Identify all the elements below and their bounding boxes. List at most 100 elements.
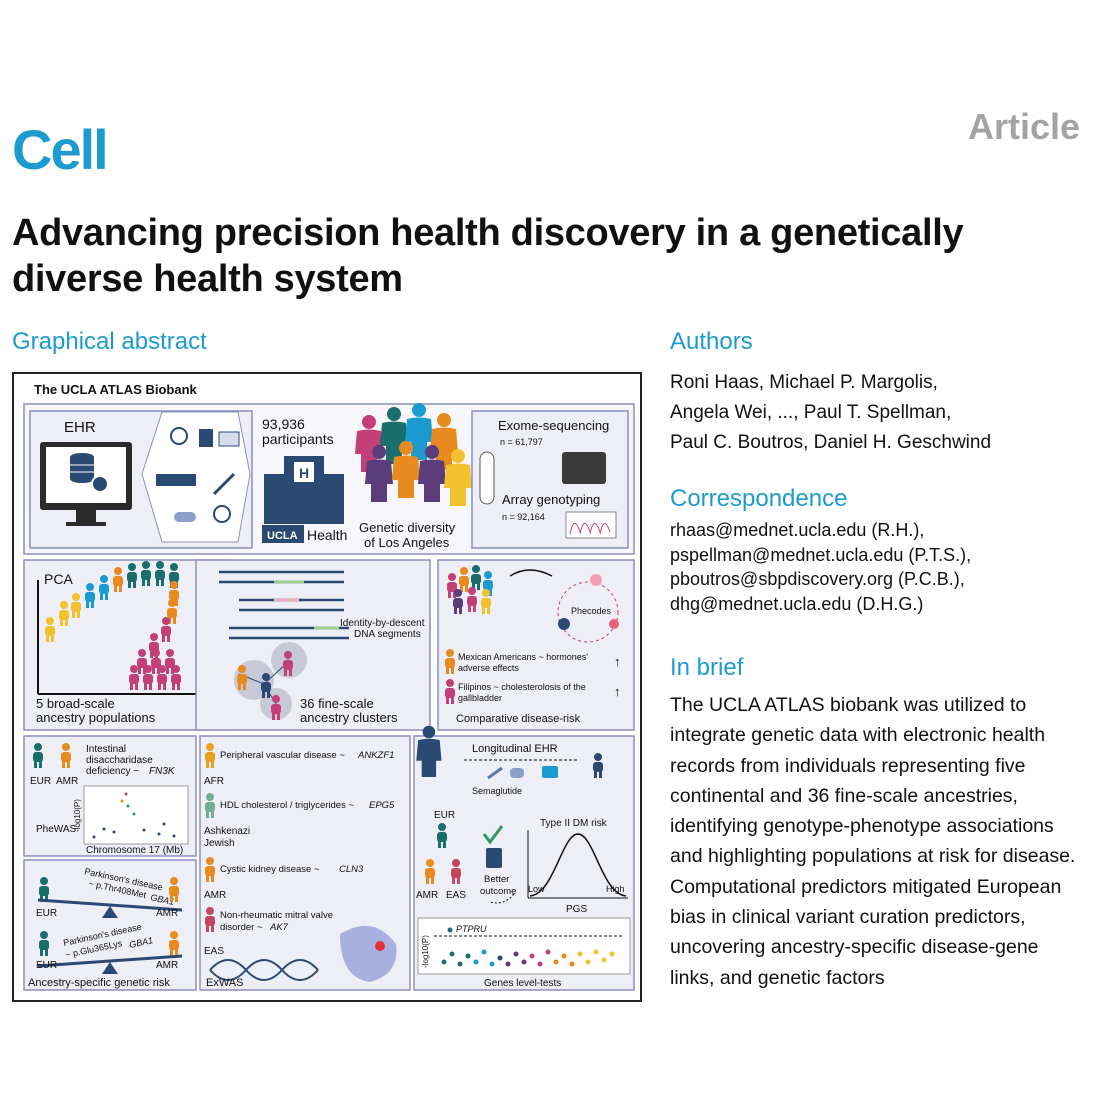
cln3-gene: CLN3 xyxy=(339,864,364,875)
better-outcome-line2: outcome xyxy=(480,886,516,897)
amr-label: AMR xyxy=(156,960,178,971)
correspondence-heading: Correspondence xyxy=(670,485,848,512)
fn3k-gene: FN3K xyxy=(149,766,176,777)
ashkenazi-line2: Jewish xyxy=(204,838,235,849)
ucla-logo xyxy=(262,525,304,543)
medication-bottle-icon xyxy=(486,848,502,868)
checkmark-icon xyxy=(482,825,504,845)
pca-label: PCA xyxy=(44,571,73,587)
ptpru-gene-label: PTPRU xyxy=(456,924,487,934)
pills-icon xyxy=(174,512,196,522)
email-link[interactable]: pspellman@mednet.ucla.edu (P.T.S.), xyxy=(670,544,972,565)
eas-label: EAS xyxy=(446,890,466,901)
authors-line: Roni Haas, Michael P. Margolis, xyxy=(670,372,938,393)
up-arrow-icon: ↑ xyxy=(614,654,621,669)
gba1-gene: GBA1 xyxy=(128,935,154,950)
brain-icon xyxy=(558,618,570,630)
feedback-arrow xyxy=(489,893,515,904)
eur-label: EUR xyxy=(36,960,57,971)
gene-tests-plot xyxy=(417,917,631,975)
authors-line: Paul C. Boutros, Daniel H. Geschwind xyxy=(670,432,992,453)
email-link[interactable]: dhg@mednet.ucla.edu (D.H.G.) xyxy=(670,593,924,614)
sequencer-icon xyxy=(562,452,606,484)
monitor-icon xyxy=(40,442,132,526)
eas-label: EAS xyxy=(204,946,224,957)
ckd-text: Cystic kidney disease ~ xyxy=(220,864,320,875)
better-outcome-line1: Better xyxy=(484,874,509,885)
broad-ancestry-line2: ancestry populations xyxy=(36,710,156,725)
ibd-segment-lines xyxy=(219,570,349,640)
authors-list: Roni Haas, Michael P. Margolis, Angela W… xyxy=(670,368,1090,458)
ibd-panel xyxy=(195,559,431,731)
ashkenazi-line1: Ashkenazi xyxy=(204,826,250,837)
hospital-building-icon: H xyxy=(264,456,344,524)
scale-icon xyxy=(542,766,558,778)
semaglutide-label: Semaglutide xyxy=(472,786,522,796)
amr-label: AMR xyxy=(56,776,78,787)
phewas-plot xyxy=(83,785,189,845)
genotyping-array-icon xyxy=(565,511,617,539)
exwas-label: ExWAS xyxy=(206,977,244,989)
virus-icon xyxy=(609,619,619,629)
hdl-text: HDL cholesterol / triglycerides ~ xyxy=(220,800,354,811)
eur-label: EUR xyxy=(30,776,51,787)
gene-tests-points xyxy=(441,949,615,967)
ibd-line1: Identity-by-descent xyxy=(340,618,425,629)
heart-icon xyxy=(590,574,602,586)
amr-label: AMR xyxy=(416,890,438,901)
afr-label: AFR xyxy=(204,776,224,787)
epg5-gene: EPG5 xyxy=(369,800,395,811)
diversity-line2: of Los Angeles xyxy=(364,535,450,550)
participants-count: 93,936 xyxy=(262,416,305,432)
seesaw-pivot xyxy=(102,962,118,974)
pgs-label: PGS xyxy=(566,904,587,915)
eur-label: EUR xyxy=(36,908,57,919)
in-brief-heading: In brief xyxy=(670,654,744,681)
gene-tests-y-axis-label: -log10(P) xyxy=(421,935,430,968)
broad-ancestry-line1: 5 broad-scale xyxy=(36,696,115,711)
dna-helix-icon xyxy=(209,959,319,981)
gba1-gene: GBA1 xyxy=(150,892,176,907)
ucla-logo-text: UCLA xyxy=(267,530,298,542)
protein-structure-icon xyxy=(340,926,397,982)
graphical-abstract: The UCLA ATLAS Biobank EHR 93,936 partic… xyxy=(12,372,642,1002)
article-title: Advancing precision health discovery in … xyxy=(12,212,964,300)
fine-ancestry-line2: ancestry clusters xyxy=(300,710,398,725)
stethoscope-icon xyxy=(213,505,231,523)
dm-risk-title: Type II DM risk xyxy=(540,818,608,829)
mexican-americans-line1: Mexican Americans ~ hormones' xyxy=(458,652,588,662)
dm-low-label: Low xyxy=(528,884,545,894)
ibd-line2: DNA segments xyxy=(354,629,421,640)
email-link[interactable]: rhaas@mednet.ucla.edu (R.H.), xyxy=(670,520,925,540)
exome-label: Exome-sequencing xyxy=(498,418,609,433)
phewas-points xyxy=(92,792,176,839)
genes-level-label: Genes level-tests xyxy=(484,978,561,989)
amr-label: AMR xyxy=(156,908,178,919)
ankzf1-gene: ANKZF1 xyxy=(357,750,394,761)
doctor-icon xyxy=(199,429,213,447)
ancestry-specific-label: Ancestry-specific genetic risk xyxy=(28,977,170,989)
dm-risk-curve xyxy=(529,833,627,897)
variant-marker xyxy=(375,941,385,951)
pca-panel xyxy=(23,559,230,731)
syringe-icon xyxy=(212,472,236,496)
health-logo-text: Health xyxy=(307,527,347,543)
ptpru-point xyxy=(447,927,453,933)
dm-high-label: High xyxy=(606,884,625,894)
correspondence-list: rhaas@mednet.ucla.edu (R.H.), pspellman@… xyxy=(670,518,1090,616)
in-brief-text: The UCLA ATLAS biobank was utilized to i… xyxy=(670,694,1076,989)
ehr-label: EHR xyxy=(64,419,96,436)
eur-label: EUR xyxy=(434,810,455,821)
phecodes-label: Phecodes xyxy=(571,606,612,616)
pvd-text: Peripheral vascular disease ~ xyxy=(220,750,345,761)
phewas-y-axis-label: -log10(P) xyxy=(73,799,82,832)
intestinal-line1: Intestinal xyxy=(86,744,126,755)
seesaw-pivot xyxy=(102,906,118,918)
up-arrow-icon: ↑ xyxy=(614,684,621,699)
comparison-arrow xyxy=(509,569,553,577)
svg-text:H: H xyxy=(299,465,309,481)
chromosome-axis-label: Chromosome 17 (Mb) xyxy=(86,845,183,856)
array-count: n = 92,164 xyxy=(502,512,545,522)
email-link[interactable]: pboutros@sbpdiscovery.org (P.C.B.), xyxy=(670,569,965,589)
comparative-label: Comparative disease-risk xyxy=(456,713,581,725)
